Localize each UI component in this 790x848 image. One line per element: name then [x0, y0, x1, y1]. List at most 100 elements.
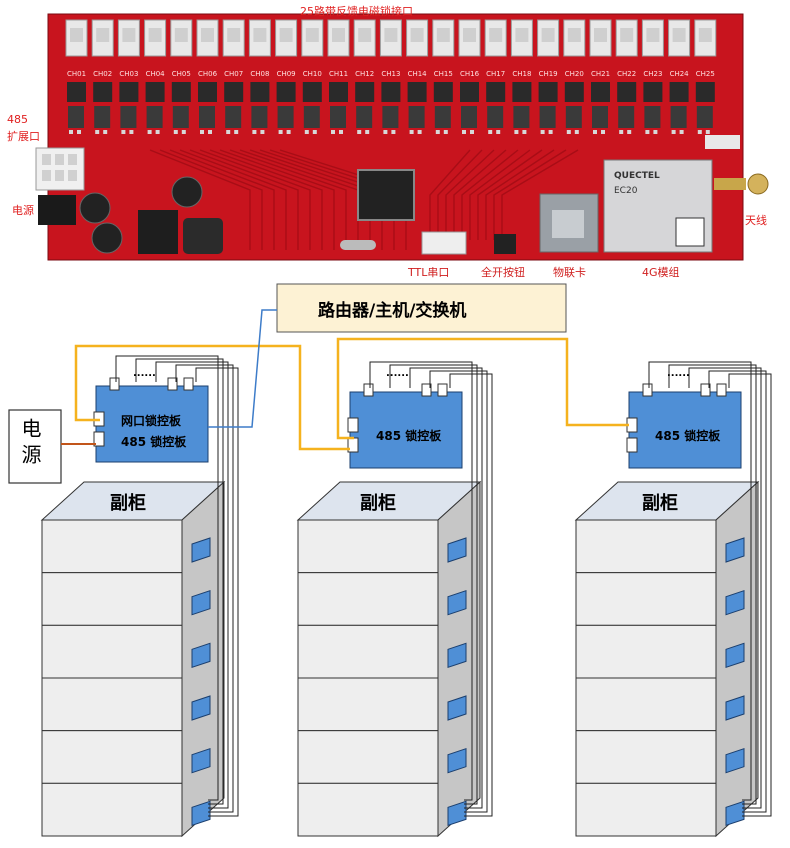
lock-wire	[429, 370, 488, 813]
channel-label: CH10	[303, 70, 322, 78]
module-4g-label: 4G模组	[642, 266, 680, 279]
channel-relay	[643, 82, 663, 102]
channel-relay	[198, 82, 217, 102]
channel-mosfet	[172, 106, 189, 128]
smd-part	[601, 130, 605, 134]
smd-part	[705, 130, 710, 134]
lock-module	[725, 747, 745, 774]
cabinet-drawer	[297, 624, 439, 679]
channel-mosfet	[408, 106, 425, 128]
board-485-2	[349, 391, 463, 469]
channel-relay	[617, 82, 637, 102]
channel-label: CH14	[408, 70, 428, 78]
channel-relay	[93, 82, 113, 102]
smd-part	[574, 130, 579, 134]
antenna-socket	[747, 173, 769, 195]
channel-label: CH16	[460, 70, 480, 78]
open-all-button	[494, 234, 516, 254]
smd-part	[593, 130, 597, 134]
capacitor	[79, 192, 111, 224]
channel-mosfet	[592, 106, 608, 128]
lock-wire	[115, 355, 219, 801]
smd-part	[208, 130, 212, 134]
router-box	[276, 283, 567, 333]
pcb-header	[705, 135, 740, 149]
smd-part	[671, 130, 676, 134]
smd-part	[645, 130, 650, 134]
lock-module	[447, 589, 467, 616]
cabinet-drawer	[41, 677, 183, 732]
channel-mosfet	[277, 106, 294, 128]
channel-label: CH25	[696, 70, 715, 78]
lock-wire	[648, 361, 752, 801]
connector-slot	[620, 28, 634, 42]
cabinet-2	[296, 480, 482, 838]
iot-card-label: 物联卡	[553, 266, 586, 279]
board-pin	[421, 383, 432, 397]
board-net-label-1: 网口锁控板	[121, 414, 182, 428]
channel-relay	[276, 82, 296, 102]
smd-part	[391, 130, 396, 134]
lock-module	[725, 642, 745, 669]
lock-wire	[175, 364, 234, 813]
pcb-power-label: 电源	[12, 204, 34, 217]
channel-relay	[145, 82, 165, 102]
channel-mosfet	[644, 106, 661, 128]
smd-part	[286, 130, 291, 134]
channel-mosfet	[94, 106, 111, 128]
lock-wire	[728, 373, 772, 817]
pcb-trace	[501, 149, 579, 240]
cabinet-drawer	[297, 519, 439, 574]
cabinet-drawer	[297, 782, 439, 837]
pcb-trace	[219, 149, 335, 250]
connector-slot	[489, 28, 503, 42]
port-pin	[68, 170, 77, 181]
channel-label: CH07	[224, 70, 243, 78]
lock-wire	[389, 364, 478, 805]
smd-part	[304, 130, 309, 134]
cabinet-drawer	[41, 624, 183, 679]
lock-wire	[449, 373, 493, 817]
channel-label: CH05	[172, 70, 191, 78]
channel-mosfet	[146, 106, 163, 128]
smd-part	[443, 130, 448, 134]
pcb-trace	[209, 149, 323, 250]
channel-mosfet	[68, 106, 84, 128]
regulator-chip	[138, 210, 178, 254]
lock-module	[191, 800, 211, 827]
smd-part	[679, 130, 684, 134]
pcb-trace	[453, 149, 507, 240]
connector-slot	[96, 28, 110, 42]
channel-mosfet	[618, 106, 635, 128]
cabinet-drawer	[575, 572, 717, 626]
lock-module	[725, 800, 745, 827]
port-pin	[42, 170, 51, 181]
port-pin	[68, 154, 77, 165]
smd-part	[331, 130, 335, 134]
smd-part	[653, 130, 658, 134]
connector-slot	[410, 28, 424, 42]
connector-slot	[358, 28, 372, 42]
channel-label: CH13	[381, 70, 400, 78]
board-pin	[183, 377, 194, 391]
pcb-trace	[169, 149, 275, 250]
channel-mosfet	[199, 106, 215, 128]
pcb-trace	[159, 149, 263, 250]
port-485-sub-label: 扩展口	[7, 130, 40, 143]
channel-mosfet	[225, 106, 242, 128]
cabinet-drawer	[575, 519, 717, 574]
lock-module	[191, 537, 211, 563]
pcb-trace	[189, 149, 299, 250]
board-pin	[363, 383, 374, 397]
channel-relay	[460, 82, 479, 102]
channel-relay	[433, 82, 453, 102]
cabinet-drawer	[575, 730, 717, 784]
smd-part	[312, 130, 317, 134]
board-485-label-2: 485 锁控板	[376, 429, 442, 443]
open-all-label: 全开按钮	[481, 266, 525, 279]
crystal	[340, 240, 376, 250]
smd-part	[226, 130, 231, 134]
channel-relay	[486, 82, 506, 102]
channel-mosfet	[487, 106, 504, 128]
smd-part	[95, 130, 100, 134]
